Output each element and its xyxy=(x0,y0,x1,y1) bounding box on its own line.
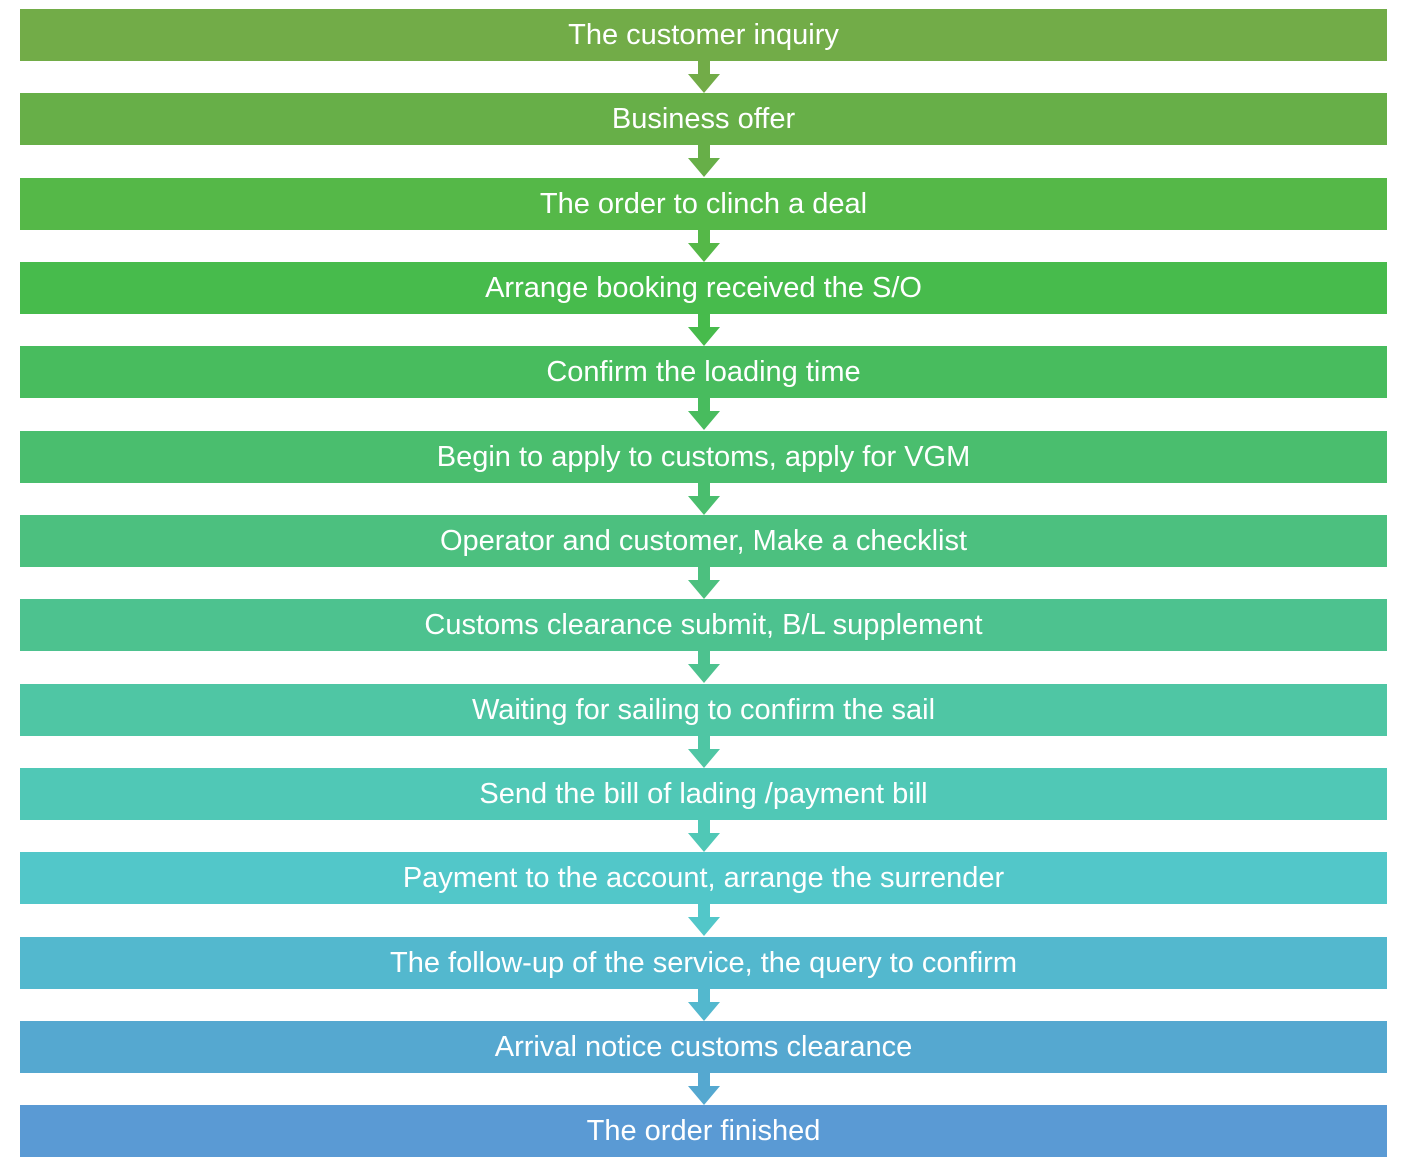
step-label: Operator and customer, Make a checklist xyxy=(439,524,968,557)
down-arrow-icon xyxy=(688,61,720,93)
step-label: Payment to the account, arrange the surr… xyxy=(402,861,1005,894)
down-arrow-icon xyxy=(688,820,720,852)
step-box: Begin to apply to customs, apply for VGM xyxy=(20,431,1387,483)
step-label: Business offer xyxy=(611,102,796,135)
step-label: Send the bill of lading /payment bill xyxy=(479,777,928,810)
step-box: The order finished xyxy=(20,1105,1387,1157)
down-arrow-icon xyxy=(688,904,720,936)
down-arrow-icon xyxy=(688,483,720,515)
step-label: The customer inquiry xyxy=(568,18,839,51)
step-box: The order to clinch a deal xyxy=(20,178,1387,230)
down-arrow-icon xyxy=(688,567,720,599)
step-box: Confirm the loading time xyxy=(20,346,1387,398)
step-label: Begin to apply to customs, apply for VGM xyxy=(436,440,971,473)
down-arrow-icon xyxy=(688,736,720,768)
down-arrow-icon xyxy=(688,398,720,430)
step-box: The customer inquiry xyxy=(20,9,1387,61)
down-arrow-icon xyxy=(688,651,720,683)
down-arrow-icon xyxy=(688,230,720,262)
down-arrow-icon xyxy=(688,989,720,1021)
step-box: Arrival notice customs clearance xyxy=(20,1021,1387,1073)
down-arrow-icon xyxy=(688,314,720,346)
step-label: Customs clearance submit, B/L supplement xyxy=(424,608,983,641)
step-label: The follow-up of the service, the query … xyxy=(389,946,1017,979)
step-label: Arrival notice customs clearance xyxy=(494,1030,913,1063)
step-box: The follow-up of the service, the query … xyxy=(20,937,1387,989)
step-box: Arrange booking received the S/O xyxy=(20,262,1387,314)
step-label: Waiting for sailing to confirm the sail xyxy=(471,693,936,726)
down-arrow-icon xyxy=(688,1073,720,1105)
step-label: The order finished xyxy=(586,1114,821,1147)
step-label: The order to clinch a deal xyxy=(539,187,868,220)
step-box: Business offer xyxy=(20,93,1387,145)
step-box: Operator and customer, Make a checklist xyxy=(20,515,1387,567)
step-box: Waiting for sailing to confirm the sail xyxy=(20,684,1387,736)
step-box: Payment to the account, arrange the surr… xyxy=(20,852,1387,904)
down-arrow-icon xyxy=(688,145,720,177)
step-box: Send the bill of lading /payment bill xyxy=(20,768,1387,820)
step-label: Confirm the loading time xyxy=(546,355,861,388)
step-label: Arrange booking received the S/O xyxy=(485,271,922,304)
step-box: Customs clearance submit, B/L supplement xyxy=(20,599,1387,651)
